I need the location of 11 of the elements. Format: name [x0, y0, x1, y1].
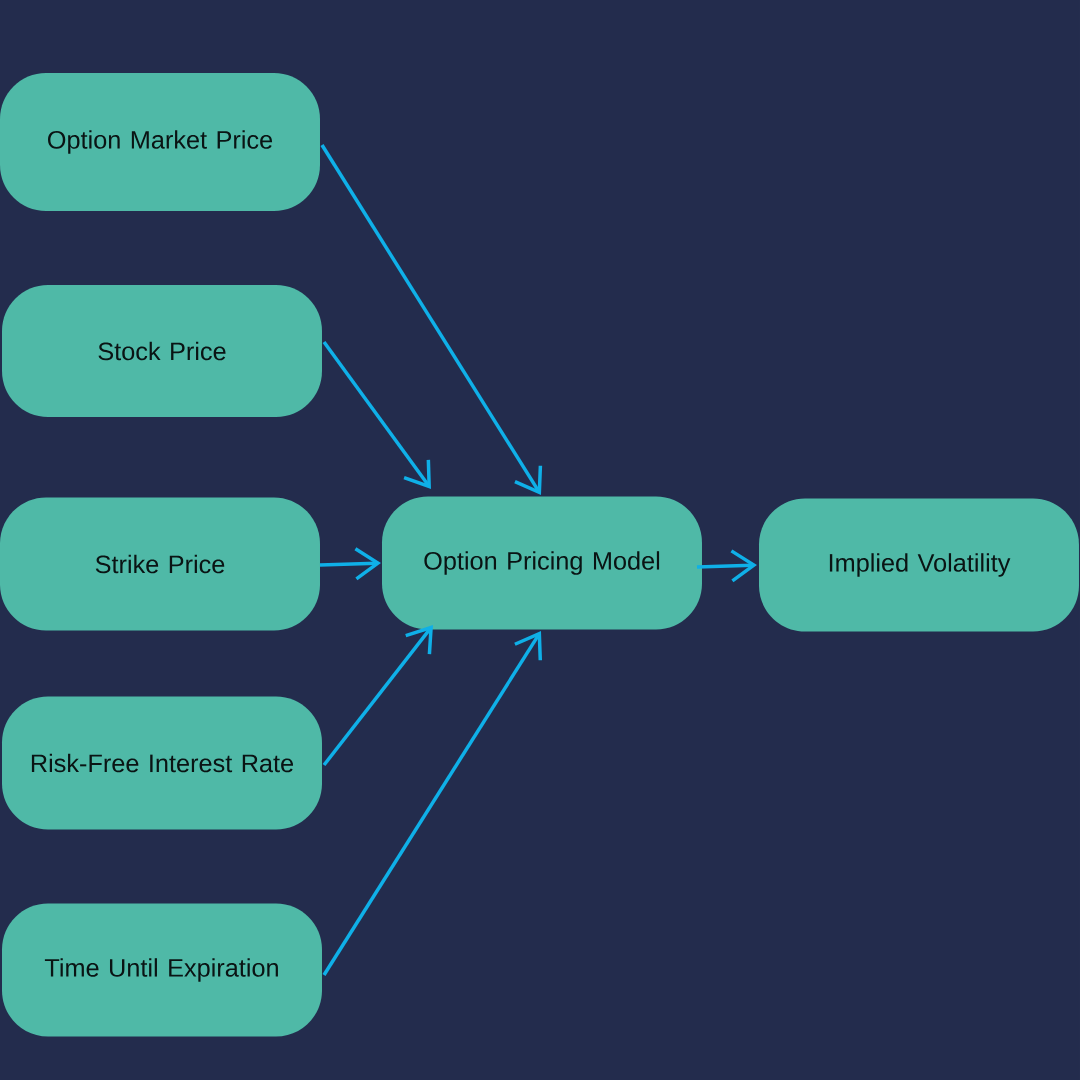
arrow	[322, 341, 431, 489]
process-box: Option Pricing Model	[382, 496, 702, 630]
process-box: Risk-Free Interest Rate	[2, 696, 322, 830]
arrow	[320, 144, 543, 496]
process-box: Implied Volatility	[759, 498, 1079, 632]
process-box: Strike Price	[0, 497, 320, 631]
process-box: Time Until Expiration	[2, 903, 322, 1037]
arrow	[322, 631, 543, 976]
process-box: Option Market Price	[0, 73, 320, 211]
process-box: Stock Price	[2, 285, 322, 417]
arrow	[322, 625, 433, 767]
